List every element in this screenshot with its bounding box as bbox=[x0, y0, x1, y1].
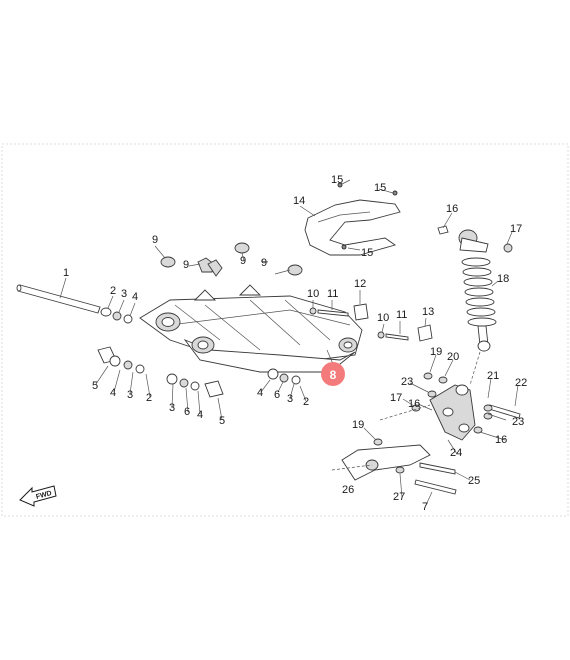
fwd-arrow: FWD bbox=[19, 485, 57, 507]
callout-24: 24 bbox=[450, 447, 462, 459]
rear-shock bbox=[437, 225, 513, 352]
callout-22: 22 bbox=[515, 377, 527, 389]
callout-19: 19 bbox=[352, 419, 364, 431]
callout-3: 3 bbox=[127, 389, 133, 401]
callout-21: 21 bbox=[487, 370, 499, 382]
callout-5: 5 bbox=[92, 380, 98, 392]
callout-7: 7 bbox=[422, 501, 428, 513]
callout-10: 10 bbox=[307, 288, 319, 300]
callout-16: 16 bbox=[408, 398, 420, 410]
callout-1: 1 bbox=[63, 267, 69, 279]
callout-16: 16 bbox=[446, 203, 458, 215]
callout-2: 2 bbox=[146, 392, 152, 404]
swingarm bbox=[139, 284, 363, 373]
callout-10: 10 bbox=[377, 312, 389, 324]
highlight-circle bbox=[321, 362, 345, 386]
callout-4: 4 bbox=[257, 387, 263, 399]
callout-13: 13 bbox=[422, 306, 434, 318]
callout-4: 4 bbox=[132, 291, 138, 303]
callout-11: 11 bbox=[327, 288, 338, 300]
callout-9: 9 bbox=[261, 257, 267, 269]
callout-labels: 1 2 3 4 9 9 9 9 10 11 12 10 11 13 14 15 … bbox=[63, 174, 527, 513]
callout-18: 18 bbox=[497, 273, 509, 285]
callout-9: 9 bbox=[240, 255, 246, 267]
callout-27: 27 bbox=[393, 491, 405, 503]
callout-19: 19 bbox=[430, 346, 442, 358]
callout-6: 6 bbox=[274, 389, 280, 401]
callout-3: 3 bbox=[169, 402, 175, 414]
callout-2: 2 bbox=[110, 285, 116, 297]
pivot-hardware bbox=[97, 242, 303, 398]
callout-3: 3 bbox=[121, 288, 127, 300]
fwd-label: FWD bbox=[35, 490, 52, 501]
callout-17: 17 bbox=[390, 392, 402, 404]
callout-26: 26 bbox=[342, 484, 354, 496]
callout-23: 23 bbox=[512, 416, 524, 428]
callout-15: 15 bbox=[331, 174, 343, 186]
leader-lines bbox=[59, 179, 519, 506]
chain-guard bbox=[304, 182, 401, 256]
callout-11: 11 bbox=[396, 309, 407, 321]
callout-15: 15 bbox=[374, 182, 386, 194]
callout-4: 4 bbox=[110, 387, 116, 399]
highlight-label: 8 bbox=[330, 368, 337, 382]
diagram-frame bbox=[1, 143, 569, 517]
callout-6: 6 bbox=[184, 406, 190, 418]
linkage bbox=[331, 351, 521, 495]
callout-12: 12 bbox=[354, 278, 366, 290]
callout-2: 2 bbox=[303, 396, 309, 408]
callout-9: 9 bbox=[183, 259, 189, 271]
callout-4: 4 bbox=[197, 409, 203, 421]
callout-23: 23 bbox=[401, 376, 413, 388]
callout-17: 17 bbox=[510, 223, 522, 235]
callout-3: 3 bbox=[287, 393, 293, 405]
pivot-shaft bbox=[16, 284, 101, 314]
callout-14: 14 bbox=[293, 195, 305, 207]
callout-20: 20 bbox=[447, 351, 459, 363]
callout-9: 9 bbox=[152, 234, 158, 246]
callout-25: 25 bbox=[468, 475, 480, 487]
callout-16: 16 bbox=[495, 434, 507, 446]
highlight-callout-8[interactable]: 8 bbox=[321, 349, 345, 386]
callout-15: 15 bbox=[361, 247, 373, 259]
callout-5: 5 bbox=[219, 415, 225, 427]
chain-adjuster bbox=[309, 303, 433, 342]
